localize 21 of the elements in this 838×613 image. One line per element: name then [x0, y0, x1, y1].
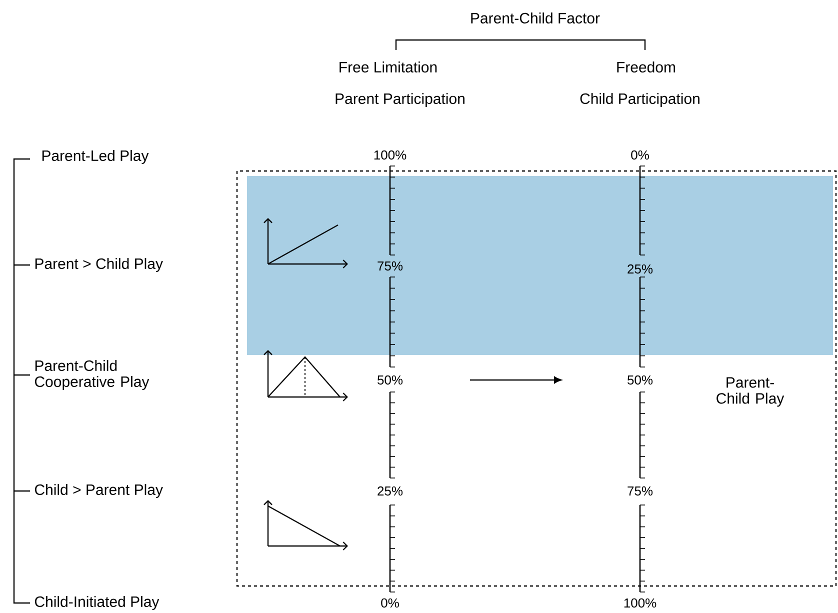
scale-label: 75%: [378, 261, 403, 271]
scale-label: 50%: [378, 375, 403, 385]
row-label: Parent-Child Cooperative Play: [34, 360, 150, 390]
row-label: Child-Initiated Play: [34, 596, 160, 610]
scale-label: 0%: [631, 150, 649, 160]
row-label: Child > Parent Play: [34, 484, 163, 498]
heading: Parent-Child Factor: [471, 12, 600, 24]
column-label: Child Participation: [580, 93, 700, 107]
scale-label: 50%: [628, 375, 653, 385]
side-label: Parent-Child Play: [716, 377, 784, 407]
scale-label: 0%: [381, 598, 399, 608]
row-label: Parent-Led Play: [42, 150, 149, 164]
scale-label: 25%: [378, 486, 403, 496]
scale-label: 25%: [628, 264, 653, 274]
column-label: Freedom: [617, 62, 675, 72]
scale-label: 75%: [628, 486, 653, 496]
row-label: Parent > Child Play: [35, 258, 163, 272]
scale-label: 100%: [374, 150, 406, 160]
column-label: Free Limitation: [340, 62, 437, 72]
column-label: Parent Participation: [336, 93, 464, 107]
scale-label: 100%: [624, 598, 656, 608]
